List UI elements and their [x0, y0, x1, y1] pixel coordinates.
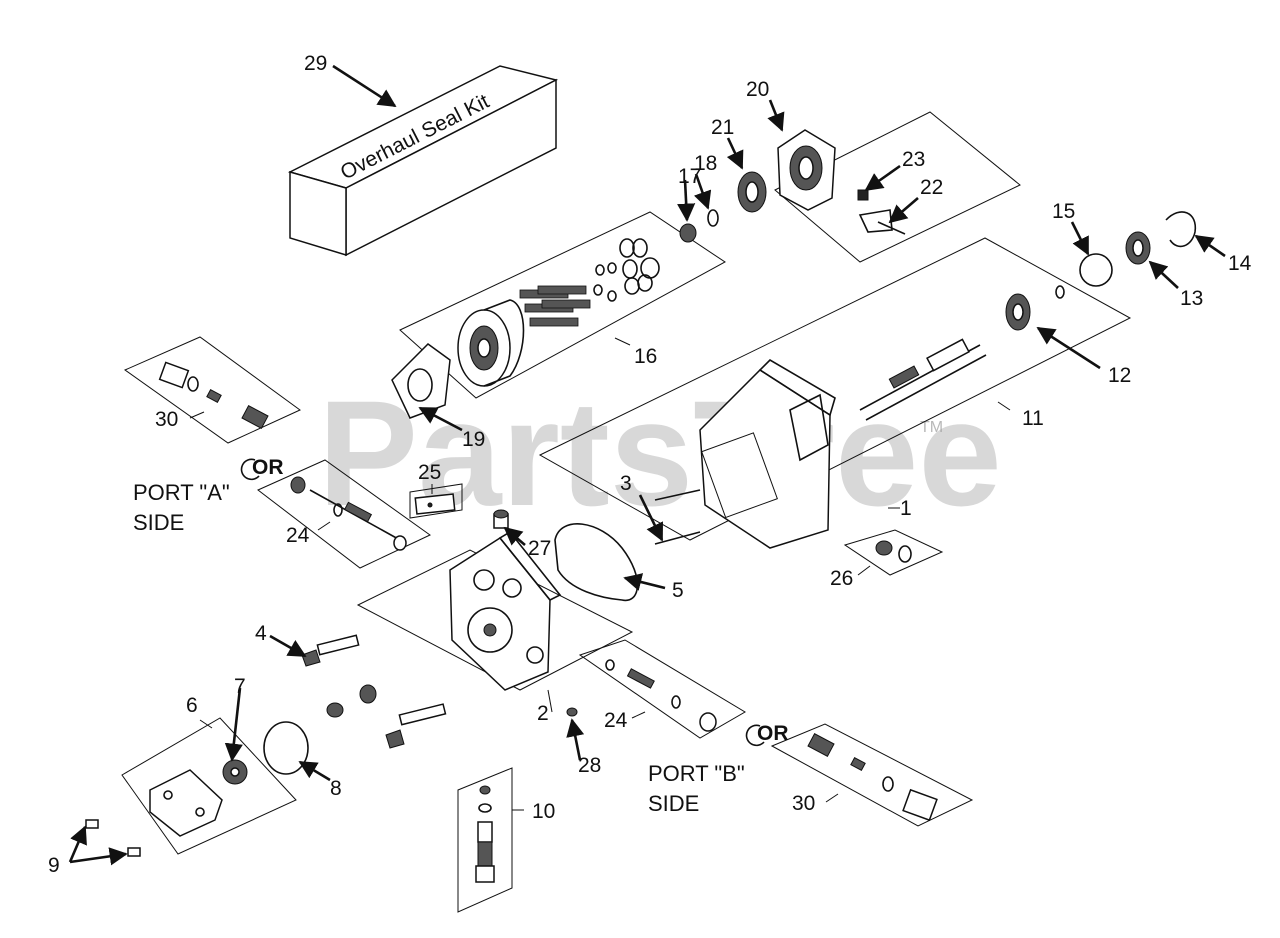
callout-30-b: 30	[792, 792, 815, 815]
callout-14: 14	[1228, 252, 1252, 275]
callout-1: 1	[900, 497, 912, 520]
callout-11: 11	[1022, 407, 1044, 430]
parts-13-14-15-bearing-rings	[1079, 211, 1196, 287]
or-label-a: OR	[252, 456, 284, 479]
callout-2: 2	[537, 702, 549, 725]
callout-25: 25	[418, 461, 441, 484]
callout-8: 8	[330, 777, 342, 800]
part-27-plug	[493, 509, 509, 529]
part-24-valve-assembly-a	[290, 476, 407, 551]
callout-19: 19	[462, 428, 485, 451]
callout-3: 3	[620, 472, 632, 495]
callout-9: 9	[48, 854, 60, 877]
part-4-bolts	[301, 634, 447, 749]
parts-11-12-shaft-bearing	[859, 285, 1065, 421]
parts-22-23-pin-bracket	[857, 189, 906, 235]
callout-5: 5	[672, 579, 684, 602]
callout-12: 12	[1108, 364, 1131, 387]
callout-24-b: 24	[604, 709, 628, 732]
callout-20: 20	[746, 78, 769, 101]
part-26-fitting	[875, 540, 912, 563]
callout-18: 18	[694, 152, 717, 175]
or-symbol-b: OR	[745, 722, 789, 747]
part-25-plate	[414, 493, 456, 515]
part-21-gear	[737, 171, 767, 213]
callout-16: 16	[634, 345, 657, 368]
callout-28: 28	[578, 754, 601, 777]
or-symbol-a: OR	[240, 456, 284, 481]
callout-23: 23	[902, 148, 925, 171]
callout-6: 6	[186, 694, 198, 717]
callout-30-a: 30	[155, 408, 178, 431]
group-planes	[121, 111, 1132, 913]
callout-21: 21	[711, 116, 734, 139]
leader-lines	[68, 64, 1226, 866]
callout-17: 17	[678, 165, 701, 188]
callout-24-a: 24	[286, 524, 310, 547]
part-19-thrust-plate	[391, 343, 451, 419]
part-10-valve	[475, 785, 495, 883]
part-3-pins	[654, 489, 701, 545]
part-20-end-cap	[777, 129, 836, 211]
callout-10: 10	[532, 800, 555, 823]
port-a-label: PORT "A" SIDE	[133, 480, 230, 535]
part-24-valve-assembly-b	[605, 659, 717, 732]
part-28-ball	[566, 707, 578, 717]
or-label-b: OR	[757, 722, 789, 745]
callout-13: 13	[1180, 287, 1203, 310]
callout-numbers: 1 2 3 4 5 6 7 8 9 10 11 12 13 14 15 16 1…	[48, 52, 1252, 877]
watermark-trademark: TM	[920, 419, 943, 436]
callout-26: 26	[830, 567, 853, 590]
part-16-cylinder-block	[457, 238, 660, 387]
part-30-check-valve-a	[158, 361, 269, 430]
part-30-check-valve-b	[807, 732, 938, 822]
part-29-overhaul-seal-kit-box: Overhaul Seal Kit	[287, 65, 559, 257]
port-a-line1: PORT "A"	[133, 480, 230, 505]
callout-27: 27	[528, 537, 551, 560]
parts-6-7-8-9-cover-assembly	[85, 684, 377, 857]
part-1-housing	[699, 358, 836, 549]
callout-15: 15	[1052, 200, 1075, 223]
port-b-line1: PORT "B"	[648, 761, 745, 786]
callout-4: 4	[255, 622, 267, 645]
port-b-line2: SIDE	[648, 791, 699, 816]
callout-7: 7	[234, 675, 246, 698]
parts-17-18-washer-ring	[679, 209, 719, 243]
callout-22: 22	[920, 176, 943, 199]
port-a-line2: SIDE	[133, 510, 184, 535]
callout-29: 29	[304, 52, 327, 75]
port-b-label: PORT "B" SIDE	[648, 761, 745, 816]
